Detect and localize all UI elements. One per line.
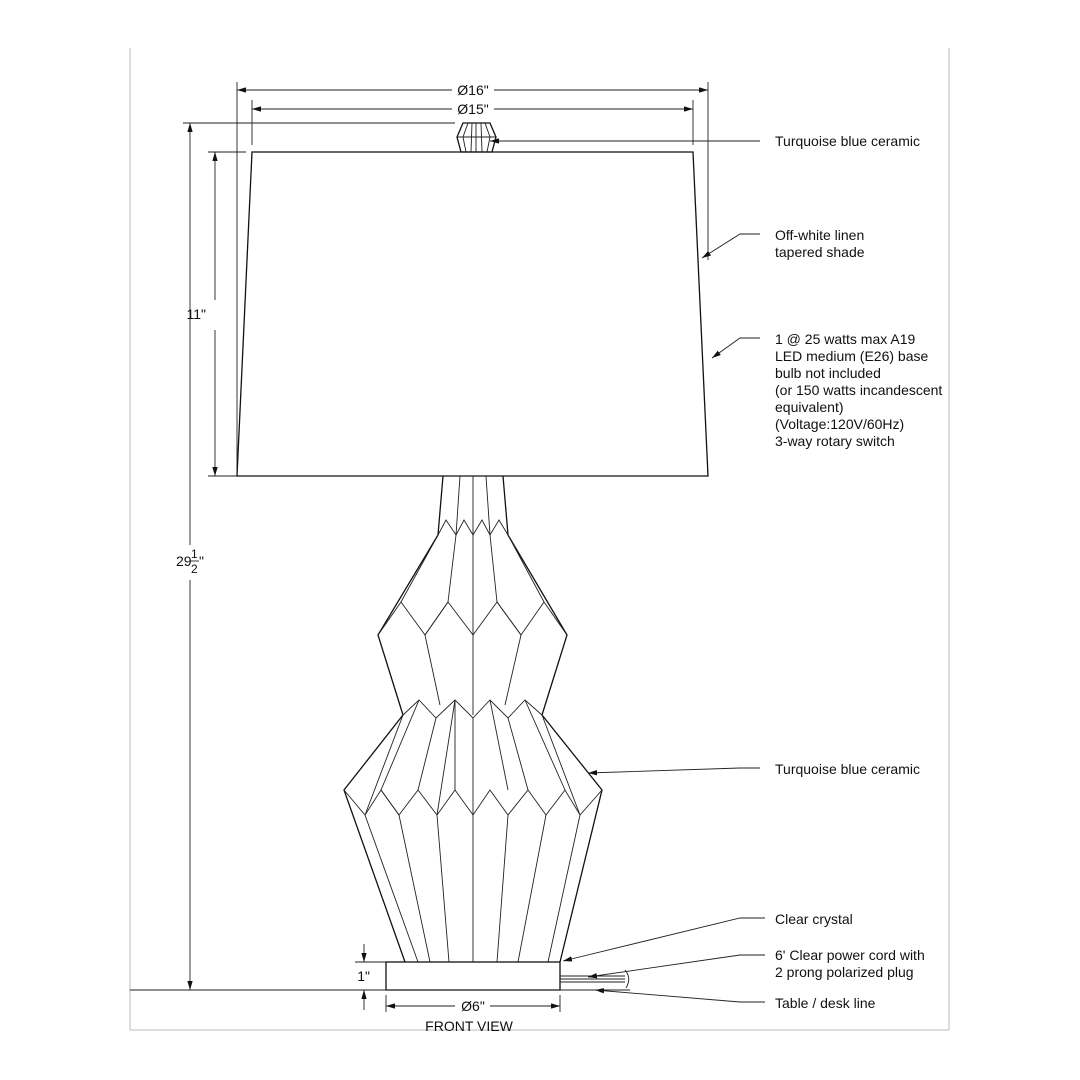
lamp-neck xyxy=(437,475,509,536)
callout-bulb-line: 1 @ 25 watts max A19 xyxy=(775,331,915,347)
shade-bottom-diameter-label: Ø16" xyxy=(457,82,488,98)
drawing-frame xyxy=(129,48,950,1031)
shade-top-diameter-dimension: Ø15" xyxy=(251,100,694,145)
callout-cord: 6' Clear power cord with 2 prong polariz… xyxy=(587,947,925,980)
shade-bottom-diameter-dimension: Ø16" xyxy=(236,82,709,476)
overall-height-dimension: 29 1 2 " xyxy=(176,122,455,990)
base-diameter-dimension: Ø6" xyxy=(385,995,561,1014)
callout-shade: Off-white linen tapered shade xyxy=(701,227,865,260)
callout-body: Turquoise blue ceramic xyxy=(587,761,920,777)
callout-cord-line: 2 prong polarized plug xyxy=(775,964,914,980)
callout-base-text: Clear crystal xyxy=(775,911,853,927)
base-height-label: 1" xyxy=(357,968,370,984)
upper-body-section xyxy=(377,534,568,716)
shade-top-diameter-label: Ø15" xyxy=(457,101,488,117)
callout-bulb-line: (Voltage:120V/60Hz) xyxy=(775,416,904,432)
base-diameter-label: Ø6" xyxy=(461,998,485,1014)
shade-height-label: 11" xyxy=(186,306,206,322)
callout-body-text: Turquoise blue ceramic xyxy=(775,761,920,777)
overall-height-unit: " xyxy=(199,553,204,569)
callout-table: Table / desk line xyxy=(594,988,876,1011)
callout-bulb-line: bulb not included xyxy=(775,365,881,381)
lamp-shade xyxy=(236,151,709,477)
callout-bulb-line: equivalent) xyxy=(775,399,844,415)
base-height-dimension: 1" xyxy=(355,944,386,1010)
overall-height-numerator: 1 xyxy=(191,547,198,561)
shade-height-dimension: 11" xyxy=(186,151,246,477)
overall-height-whole: 29 xyxy=(176,553,192,569)
front-view-label: FRONT VIEW xyxy=(425,1018,513,1034)
callout-finial-text: Turquoise blue ceramic xyxy=(775,133,920,149)
callout-bulb: 1 @ 25 watts max A19 LED medium (E26) ba… xyxy=(711,331,942,449)
callout-finial: Turquoise blue ceramic xyxy=(490,133,920,149)
callout-bulb-line: (or 150 watts incandescent xyxy=(775,382,942,398)
callout-shade-line: tapered shade xyxy=(775,244,865,260)
callout-base: Clear crystal xyxy=(562,911,853,962)
callout-bulb-line: LED medium (E26) base xyxy=(775,348,929,364)
callout-cord-line: 6' Clear power cord with xyxy=(775,947,925,963)
callout-table-text: Table / desk line xyxy=(775,995,876,1011)
overall-height-denominator: 2 xyxy=(191,562,198,576)
lower-body-section xyxy=(343,699,603,963)
callout-bulb-line: 3-way rotary switch xyxy=(775,433,895,449)
callout-shade-line: Off-white linen xyxy=(775,227,864,243)
crystal-base xyxy=(385,961,561,991)
finial xyxy=(456,122,497,153)
